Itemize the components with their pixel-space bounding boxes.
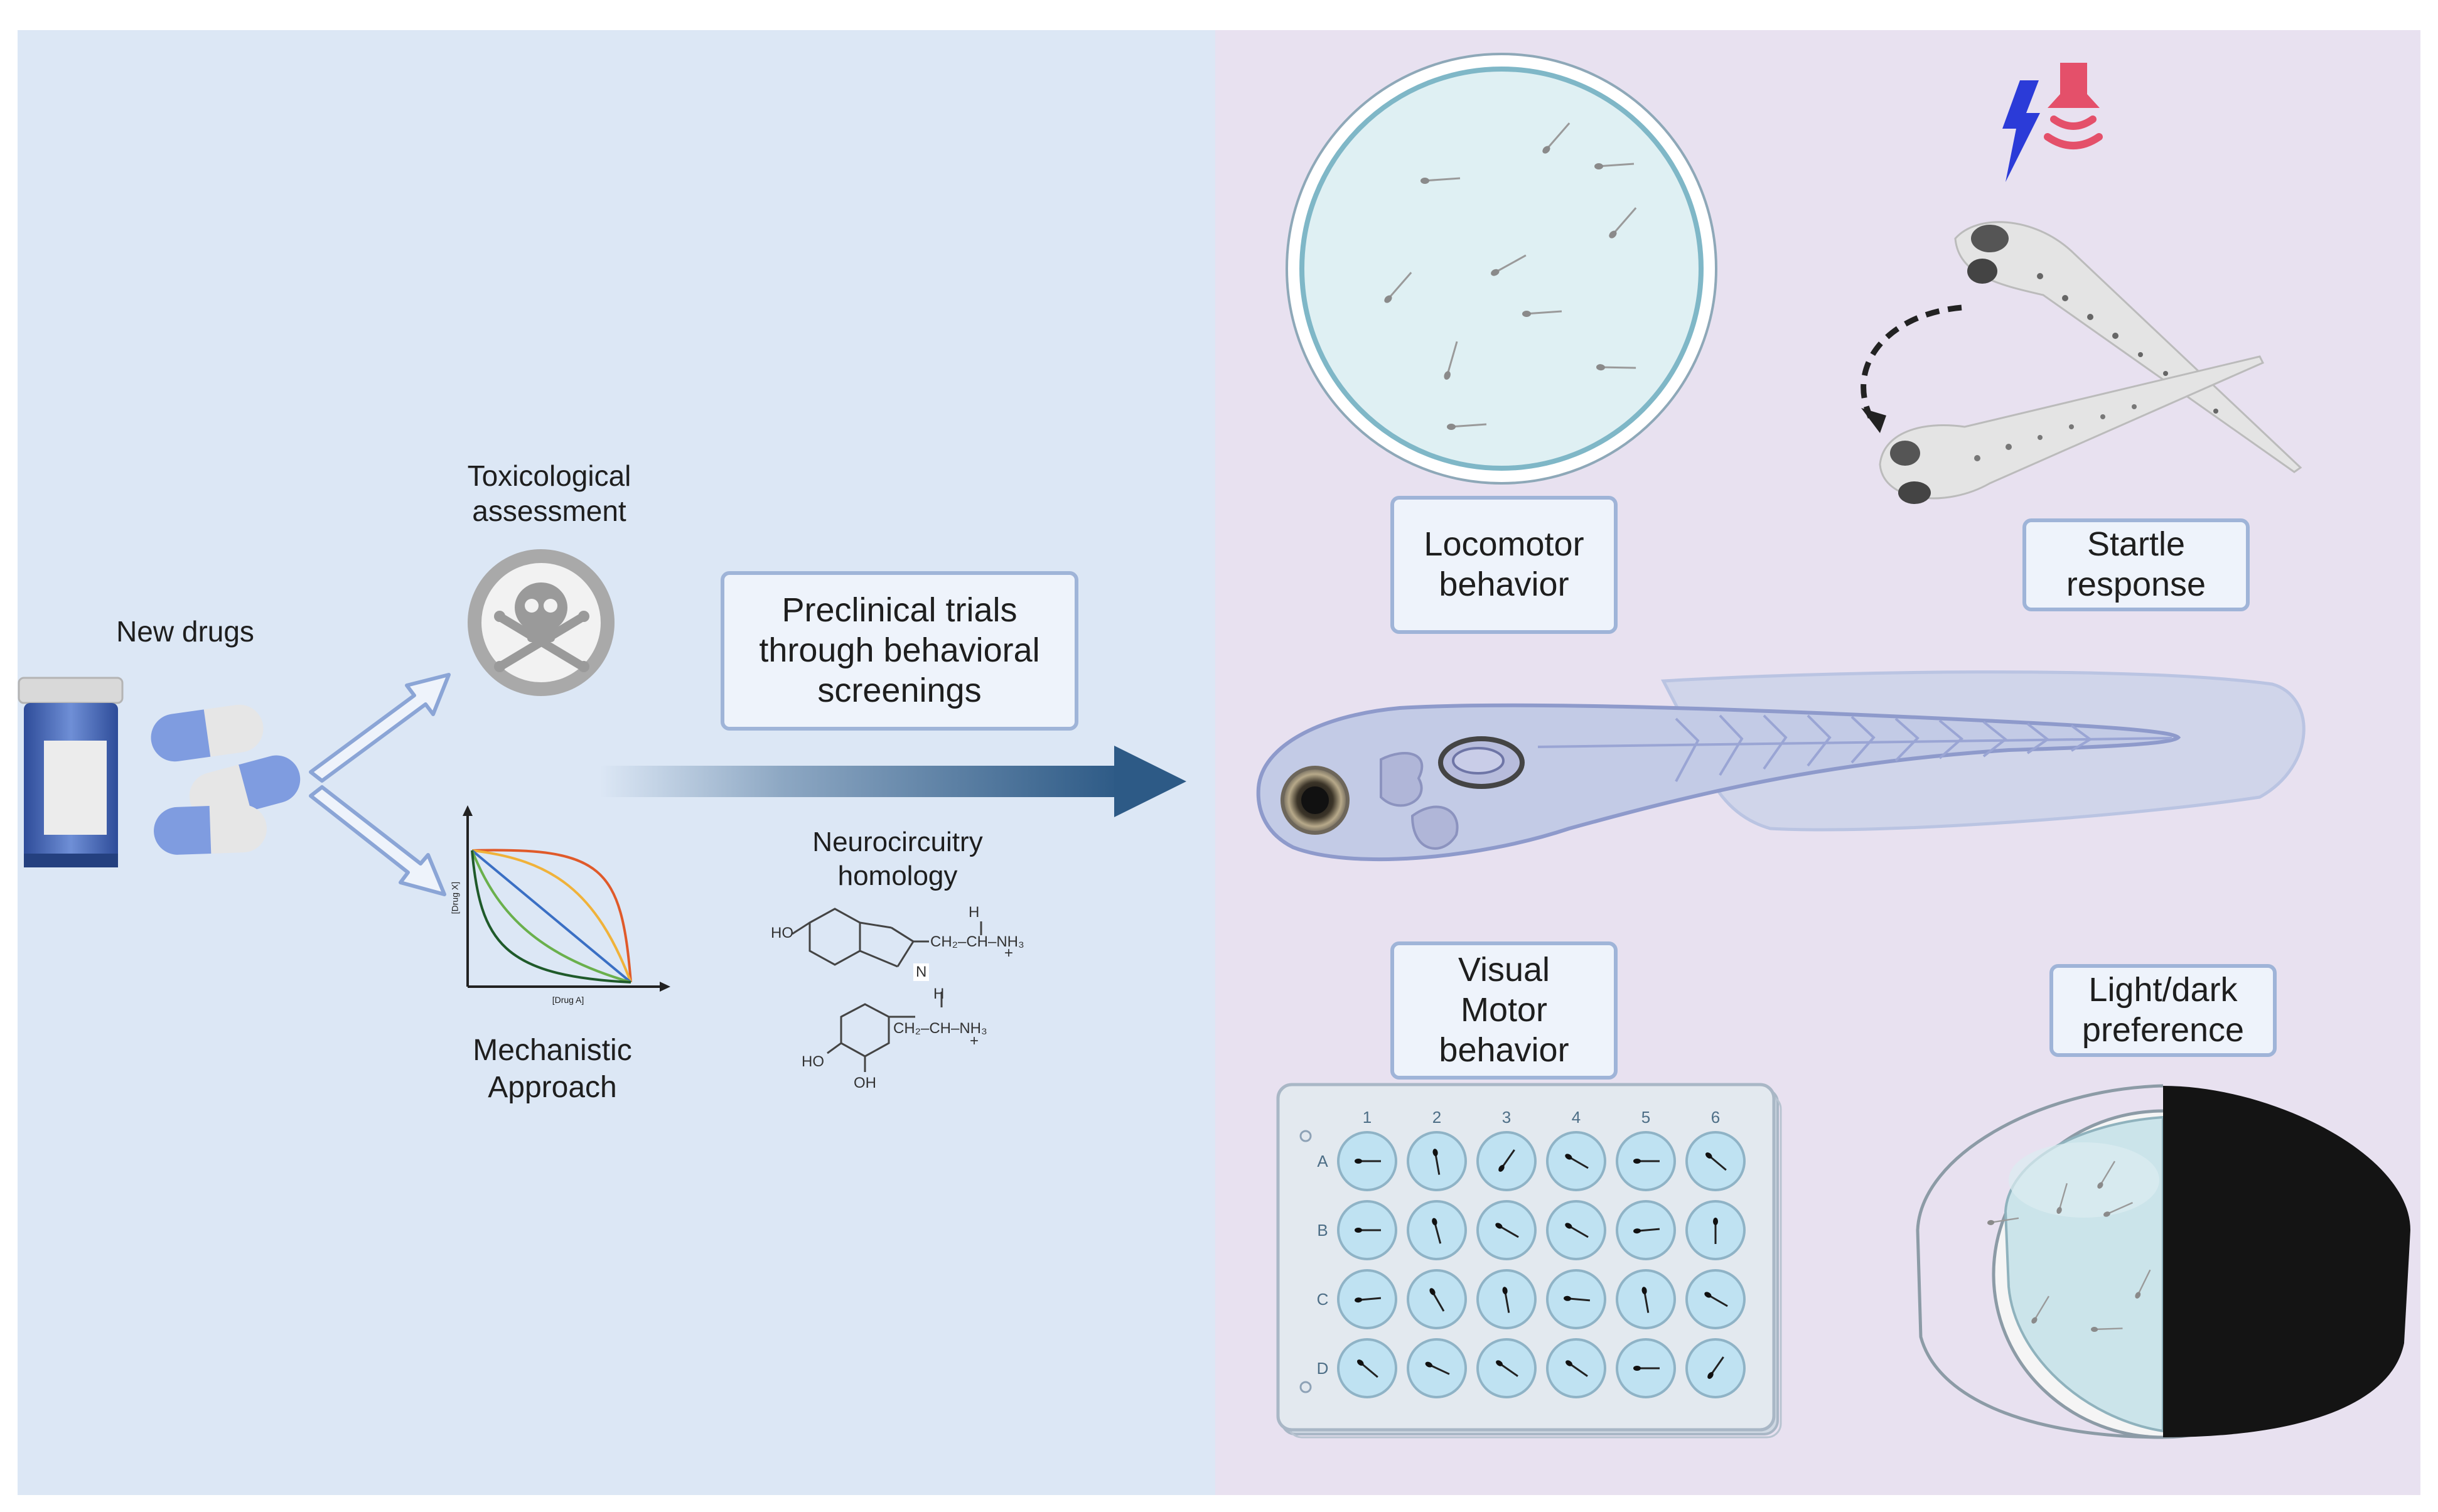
plate-column-label: 4 [1571,1108,1581,1127]
plate-column-label: 1 [1362,1108,1372,1127]
toxicological-label: Toxicological assessment [467,459,631,528]
lightning-icon [2002,80,2040,182]
arrow-to-toxicology [309,673,451,783]
arrow-to-mechanistic [309,785,446,896]
zebrafish-larva-icon [1256,670,2306,862]
serotonin-structure [792,908,982,968]
plate-column-label: 3 [1501,1108,1512,1127]
graph-y-axis-label: [Drug X] [449,881,460,914]
plate-row-label: D [1316,1359,1329,1378]
startle-larva-bottom [1879,355,2265,504]
visual-motor-label: Visual Motor behavior [1439,951,1569,1069]
startle-motion-arrow [1861,304,1962,433]
plate-column-label: 5 [1641,1108,1651,1127]
chem-plus-1: + [1004,945,1014,962]
visual-motor-box: Visual Motor behavior [1390,941,1618,1080]
dopamine-structure [827,992,943,1072]
chem-plus-2: + [970,1032,979,1049]
light-dark-dish-icon [1916,1084,2410,1439]
startle-response-label: Startle response [2066,525,2206,603]
pill-bottle-icon [18,677,124,867]
chem-h-2: H [933,985,945,1002]
neurocircuitry-label: Neurocircuitry homology [812,827,983,891]
plate-column-label: 2 [1432,1108,1442,1127]
chem-h-1: H [969,904,980,921]
plate-row-label: B [1317,1221,1328,1240]
petri-dish-icon [1286,53,1717,485]
chem-ho-1: HO [771,925,793,941]
chem-chain-1: CH₂–CH–NH₃ [930,933,1024,950]
skull-crossbones-icon [468,549,615,696]
chem-n: N [913,963,930,981]
mechanistic-label: Mechanistic Approach [473,1034,632,1104]
plate-column-label: 6 [1710,1108,1721,1127]
dose-response-graph [463,805,670,992]
capsule-icon [151,704,301,855]
preclinical-trials-label: Preclinical trials through behavioral sc… [759,591,1040,709]
locomotor-behavior-label: Locomotor behavior [1424,525,1584,603]
preclinical-trials-box: Preclinical trials through behavioral sc… [721,571,1078,731]
well-plate-icon [1276,1083,1782,1439]
new-drugs-label: New drugs [116,615,254,648]
startle-response-box: Startle response [2022,518,2250,611]
startle-larva-top [1954,221,2302,473]
preclinical-arrow [599,746,1186,817]
plate-row-label: C [1316,1290,1329,1309]
chem-chain-2: CH₂–CH–NH₃ [893,1020,987,1037]
graph-x-axis-label: [Drug A] [552,995,584,1005]
chem-ho-2: HO [802,1053,824,1070]
locomotor-behavior-box: Locomotor behavior [1390,496,1618,634]
light-dark-box: Light/dark preference [2049,964,2277,1057]
light-dark-label: Light/dark preference [2081,971,2245,1049]
chem-oh: OH [854,1075,876,1091]
speaker-icon [2044,63,2103,149]
left-panel-bg [18,30,1215,1495]
plate-row-label: A [1317,1152,1328,1171]
